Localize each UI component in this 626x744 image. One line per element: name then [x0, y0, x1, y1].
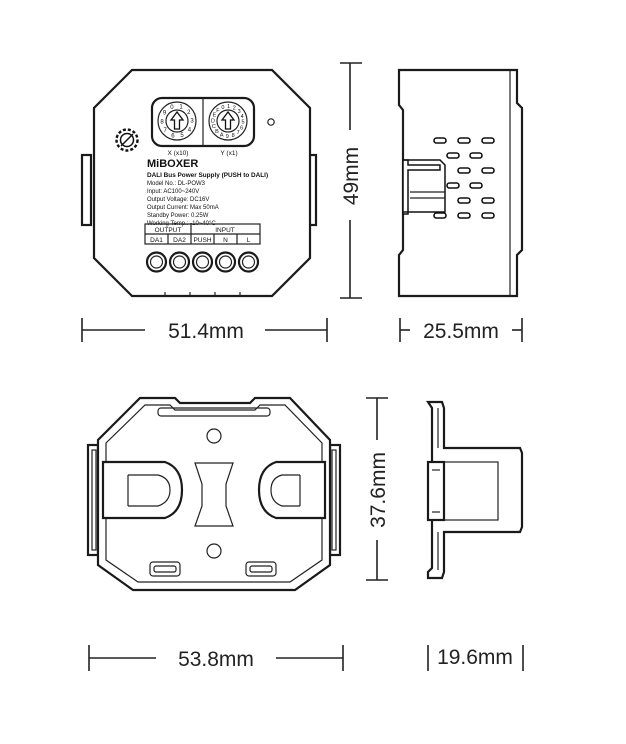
- dial-digit: 2: [233, 105, 236, 111]
- module-side-view: [397, 68, 524, 298]
- dial-digit: F: [216, 108, 220, 114]
- input-group-label: INPUT: [215, 227, 235, 234]
- dial-digit: 8: [232, 133, 235, 139]
- spec-line: Standby Power: 0.25W: [147, 213, 209, 219]
- bracket-front-view: [86, 396, 342, 592]
- dial-digit: 8: [160, 120, 164, 126]
- spec-line: Output Current: Max 50mA: [147, 205, 219, 211]
- terminal-table: [144, 223, 261, 245]
- dial-digit: B: [215, 129, 219, 135]
- dial-digit: 7: [164, 128, 168, 134]
- dial-digit: 4: [188, 127, 192, 133]
- dim-bracket-height: 37.6mm: [366, 397, 390, 581]
- bracket-width-label: 53.8mm: [178, 648, 254, 671]
- dial-digit: C: [212, 124, 216, 130]
- dial-digit: 3: [190, 119, 194, 125]
- dial-digit: 6: [240, 125, 243, 131]
- dial-digit: 2: [187, 110, 191, 116]
- terminal-label-push: PUSH: [193, 237, 211, 244]
- vent-slots: [433, 137, 495, 219]
- dial-digit: 1: [179, 105, 183, 111]
- dim-side-depth: 25.5mm: [399, 318, 523, 343]
- spec-line: Output Voltage: DC16V: [147, 197, 209, 203]
- dial-digit: D: [211, 118, 215, 124]
- dial-digit: 5: [241, 120, 244, 126]
- dial-digit: 4: [241, 114, 244, 120]
- bracket-height-label: 37.6mm: [367, 452, 390, 528]
- dial-digit: 3: [238, 109, 241, 115]
- output-group-label: OUTPUT: [155, 227, 182, 234]
- screw-terminals: [145, 251, 260, 273]
- dial-y-label: Y (x1): [220, 150, 237, 157]
- module-body: [92, 68, 312, 298]
- spec-line: Model No.: DL-POW3: [147, 181, 206, 187]
- front-width-label: 51.4mm: [168, 320, 244, 343]
- brand-logo: MiBOXER: [147, 158, 198, 170]
- terminal-label-l: L: [247, 237, 251, 244]
- dial-digit: E: [213, 113, 217, 119]
- terminal-label-da1: DA1: [150, 237, 163, 244]
- dial-digit: 1: [227, 104, 230, 110]
- product-title: DALI Bus Power Supply (PUSH to DALI): [147, 172, 268, 179]
- front-height-label: 49mm: [340, 147, 363, 205]
- dial-digit: 9: [226, 134, 229, 140]
- dial-digit: A: [220, 133, 224, 139]
- dial-digit: 0: [170, 105, 174, 111]
- dial-digit: 7: [237, 130, 240, 136]
- terminal-label-n: N: [223, 237, 228, 244]
- led-indicator: [267, 118, 275, 126]
- dim-bracket-depth: 19.6mm: [427, 645, 524, 671]
- gear-button-icon[interactable]: [115, 128, 139, 152]
- dim-front-width: 51.4mm: [81, 318, 328, 343]
- dial-x-label: X (x10): [168, 150, 189, 157]
- spec-line: Input: AC100~240V: [147, 189, 199, 195]
- dial-digit: 0: [221, 105, 224, 111]
- side-depth-label: 25.5mm: [423, 320, 499, 343]
- terminal-label-da2: DA2: [173, 237, 186, 244]
- bracket-side-view: [425, 400, 524, 580]
- left-ear: [80, 153, 93, 227]
- bracket-depth-label: 19.6mm: [437, 646, 513, 669]
- dial-digit: 6: [171, 133, 175, 139]
- dial-digit: 9: [163, 111, 167, 117]
- dial-digit: 5: [180, 133, 184, 139]
- dim-front-height: 49mm: [340, 62, 363, 299]
- dim-bracket-width: 53.8mm: [88, 645, 344, 671]
